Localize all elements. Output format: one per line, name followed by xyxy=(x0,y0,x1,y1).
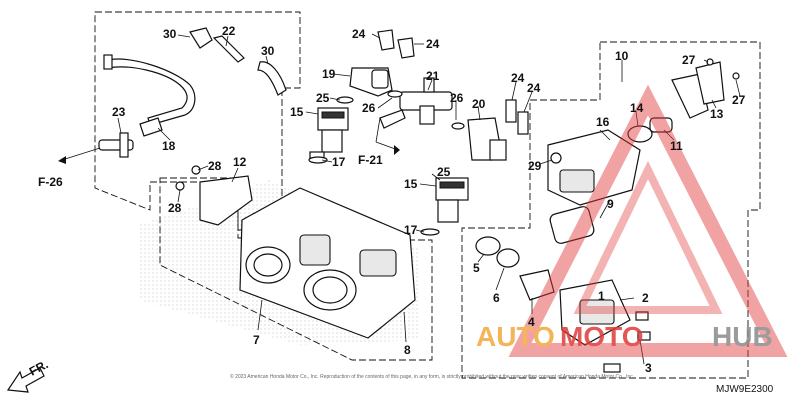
callout-21: 21 xyxy=(426,69,440,83)
callout-26a: 26 xyxy=(362,101,376,115)
callout-28a: 28 xyxy=(208,159,222,173)
frame-right xyxy=(461,41,761,379)
fuel-joint xyxy=(377,29,465,130)
callout-30a: 30 xyxy=(163,27,177,41)
callouts: 30 22 30 23 18 12 28 28 7 8 19 25 15 17 … xyxy=(112,24,746,375)
callout-8: 8 xyxy=(404,343,411,357)
callout-2: 2 xyxy=(642,291,649,305)
callout-16: 16 xyxy=(596,115,610,129)
callout-17b: 17 xyxy=(404,223,418,237)
diagram-code: MJW9E2300 xyxy=(716,384,774,395)
callout-27a: 27 xyxy=(682,53,696,67)
sensor-assembly-bottom xyxy=(475,206,651,373)
callout-30b: 30 xyxy=(261,44,275,58)
throttle-body xyxy=(175,165,416,339)
callout-24b: 24 xyxy=(426,37,440,51)
callout-18: 18 xyxy=(162,139,176,153)
callout-24d: 24 xyxy=(527,81,541,95)
callout-6: 6 xyxy=(493,291,500,305)
callout-9: 9 xyxy=(607,197,614,211)
ref-f21: F-21 xyxy=(358,153,383,167)
watermark-moto: MOTO xyxy=(560,321,643,352)
callout-20: 20 xyxy=(472,97,486,111)
ref-arrow-f26 xyxy=(58,147,101,164)
callout-15a: 15 xyxy=(290,105,304,119)
callout-10: 10 xyxy=(615,49,629,63)
callout-28b: 28 xyxy=(168,201,182,215)
callout-25b: 25 xyxy=(437,165,451,179)
leader-lines xyxy=(117,33,741,365)
copyright-text: © 2023 American Honda Motor Co., Inc. Re… xyxy=(230,373,634,380)
bolts-24 xyxy=(505,99,529,135)
callout-15b: 15 xyxy=(404,177,418,191)
callout-3: 3 xyxy=(645,361,652,375)
callout-1: 1 xyxy=(598,289,605,303)
injector-left xyxy=(308,67,393,164)
callout-7: 7 xyxy=(253,333,260,347)
ref-arrow-f21 xyxy=(375,117,400,155)
callout-24c: 24 xyxy=(511,71,525,85)
injector-center xyxy=(420,117,507,236)
callout-19: 19 xyxy=(322,67,336,81)
direction-arrow: FR. xyxy=(6,357,50,393)
callout-26b: 26 xyxy=(450,91,464,105)
sensor-assembly-top xyxy=(547,58,740,206)
watermark-auto: AUTO xyxy=(476,321,555,352)
ref-f26: F-26 xyxy=(38,175,63,189)
watermark-hub: HUB xyxy=(712,321,773,352)
callout-25a: 25 xyxy=(316,91,330,105)
callout-27b: 27 xyxy=(732,93,746,107)
hose-assembly xyxy=(98,27,287,158)
callout-11: 11 xyxy=(670,139,683,153)
callout-29: 29 xyxy=(528,159,542,173)
callout-12: 12 xyxy=(233,155,247,169)
watermark: AUTO MOTO HUB xyxy=(476,84,788,357)
callout-23: 23 xyxy=(112,105,126,119)
callout-4: 4 xyxy=(528,315,535,329)
callout-13: 13 xyxy=(710,107,724,121)
callout-5: 5 xyxy=(473,261,480,275)
callout-22: 22 xyxy=(222,24,236,38)
callout-24a: 24 xyxy=(352,27,366,41)
callout-14: 14 xyxy=(630,101,644,115)
callout-17a: 17 xyxy=(332,155,346,169)
